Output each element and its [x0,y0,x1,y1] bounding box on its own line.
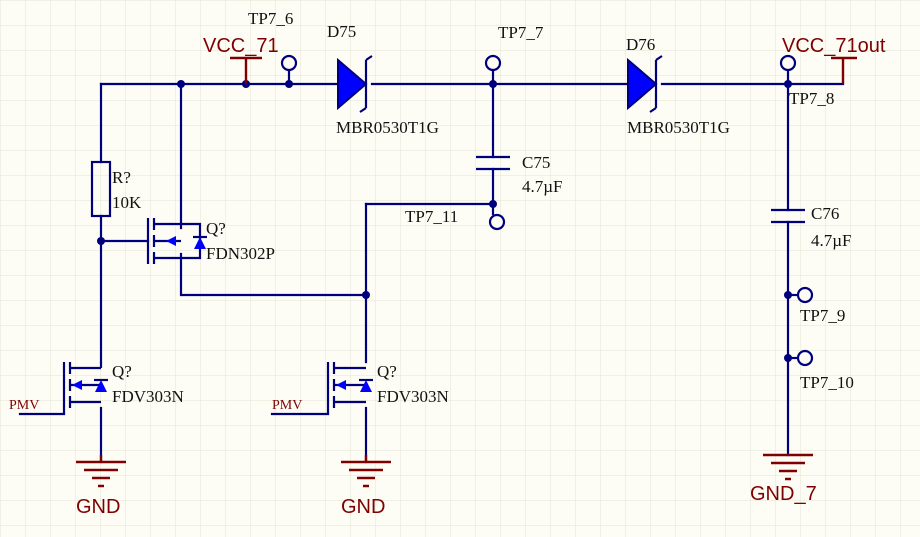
tp7-7-label: TP7_7 [498,23,544,42]
diode-d75: D75 MBR0530T1G [327,22,439,137]
nmos-fdv303n-2: Q? FDV303N PMV [272,362,449,414]
gnd-label-2: GND [341,496,385,518]
c75-designator: C75 [522,153,550,172]
d76-part: MBR0530T1G [627,118,730,137]
d76-designator: D76 [626,35,655,54]
test-point-tp7-6: TP7_6 [248,9,298,86]
ground-symbol-3: GND_7 [750,453,817,505]
tp7-11-label: TP7_11 [405,207,458,226]
pmos-fdn302p: Q? FDN302P [146,218,275,264]
ground-symbol-1: GND [76,455,126,518]
vcc-in-label: VCC_71 [203,35,279,57]
capacitor-c75: C75 4.7µF [476,153,563,196]
power-port-vcc-out: VCC_71out [782,35,886,84]
pmos-designator: Q? [206,219,226,238]
tp7-9-label: TP7_9 [800,306,845,325]
test-point-tp7-8: TP7_8 [779,54,834,108]
c76-value: 4.7µF [811,231,852,250]
tp7-6-label: TP7_6 [248,9,293,28]
test-point-tp7-9: TP7_9 [796,286,845,325]
pmv-label-2: PMV [272,398,302,413]
c75-value: 4.7µF [522,177,563,196]
resistor-value: 10K [112,193,142,212]
test-point-tp7-7: TP7_7 [484,23,544,86]
tp7-10-label: TP7_10 [800,373,854,392]
test-point-tp7-10: TP7_10 [796,349,854,392]
pmv-label-1: PMV [9,398,39,413]
capacitor-c76: C76 4.7µF [771,204,852,250]
gnd-label-3: GND_7 [750,483,817,505]
nmos2-part: FDV303N [377,387,449,406]
nmos1-part: FDV303N [112,387,184,406]
d75-designator: D75 [327,22,356,41]
test-point-tp7-11: TP7_11 [405,207,506,231]
diode-d76: D76 MBR0530T1G [626,35,730,137]
pmos-part: FDN302P [206,244,275,263]
d75-part: MBR0530T1G [336,118,439,137]
wires [18,82,845,464]
gnd-label-1: GND [76,496,120,518]
resistor-designator: R? [112,168,131,187]
power-port-vcc-in: VCC_71 [203,35,279,84]
nmos-fdv303n-1: Q? FDV303N PMV [9,362,184,414]
tp7-8-label: TP7_8 [789,89,834,108]
vcc-out-label: VCC_71out [782,35,886,57]
ground-symbol-2: GND [341,455,391,518]
c76-designator: C76 [811,204,839,223]
resistor-r: R? 10K [90,160,142,218]
nmos1-designator: Q? [112,362,132,381]
nmos2-designator: Q? [377,362,397,381]
